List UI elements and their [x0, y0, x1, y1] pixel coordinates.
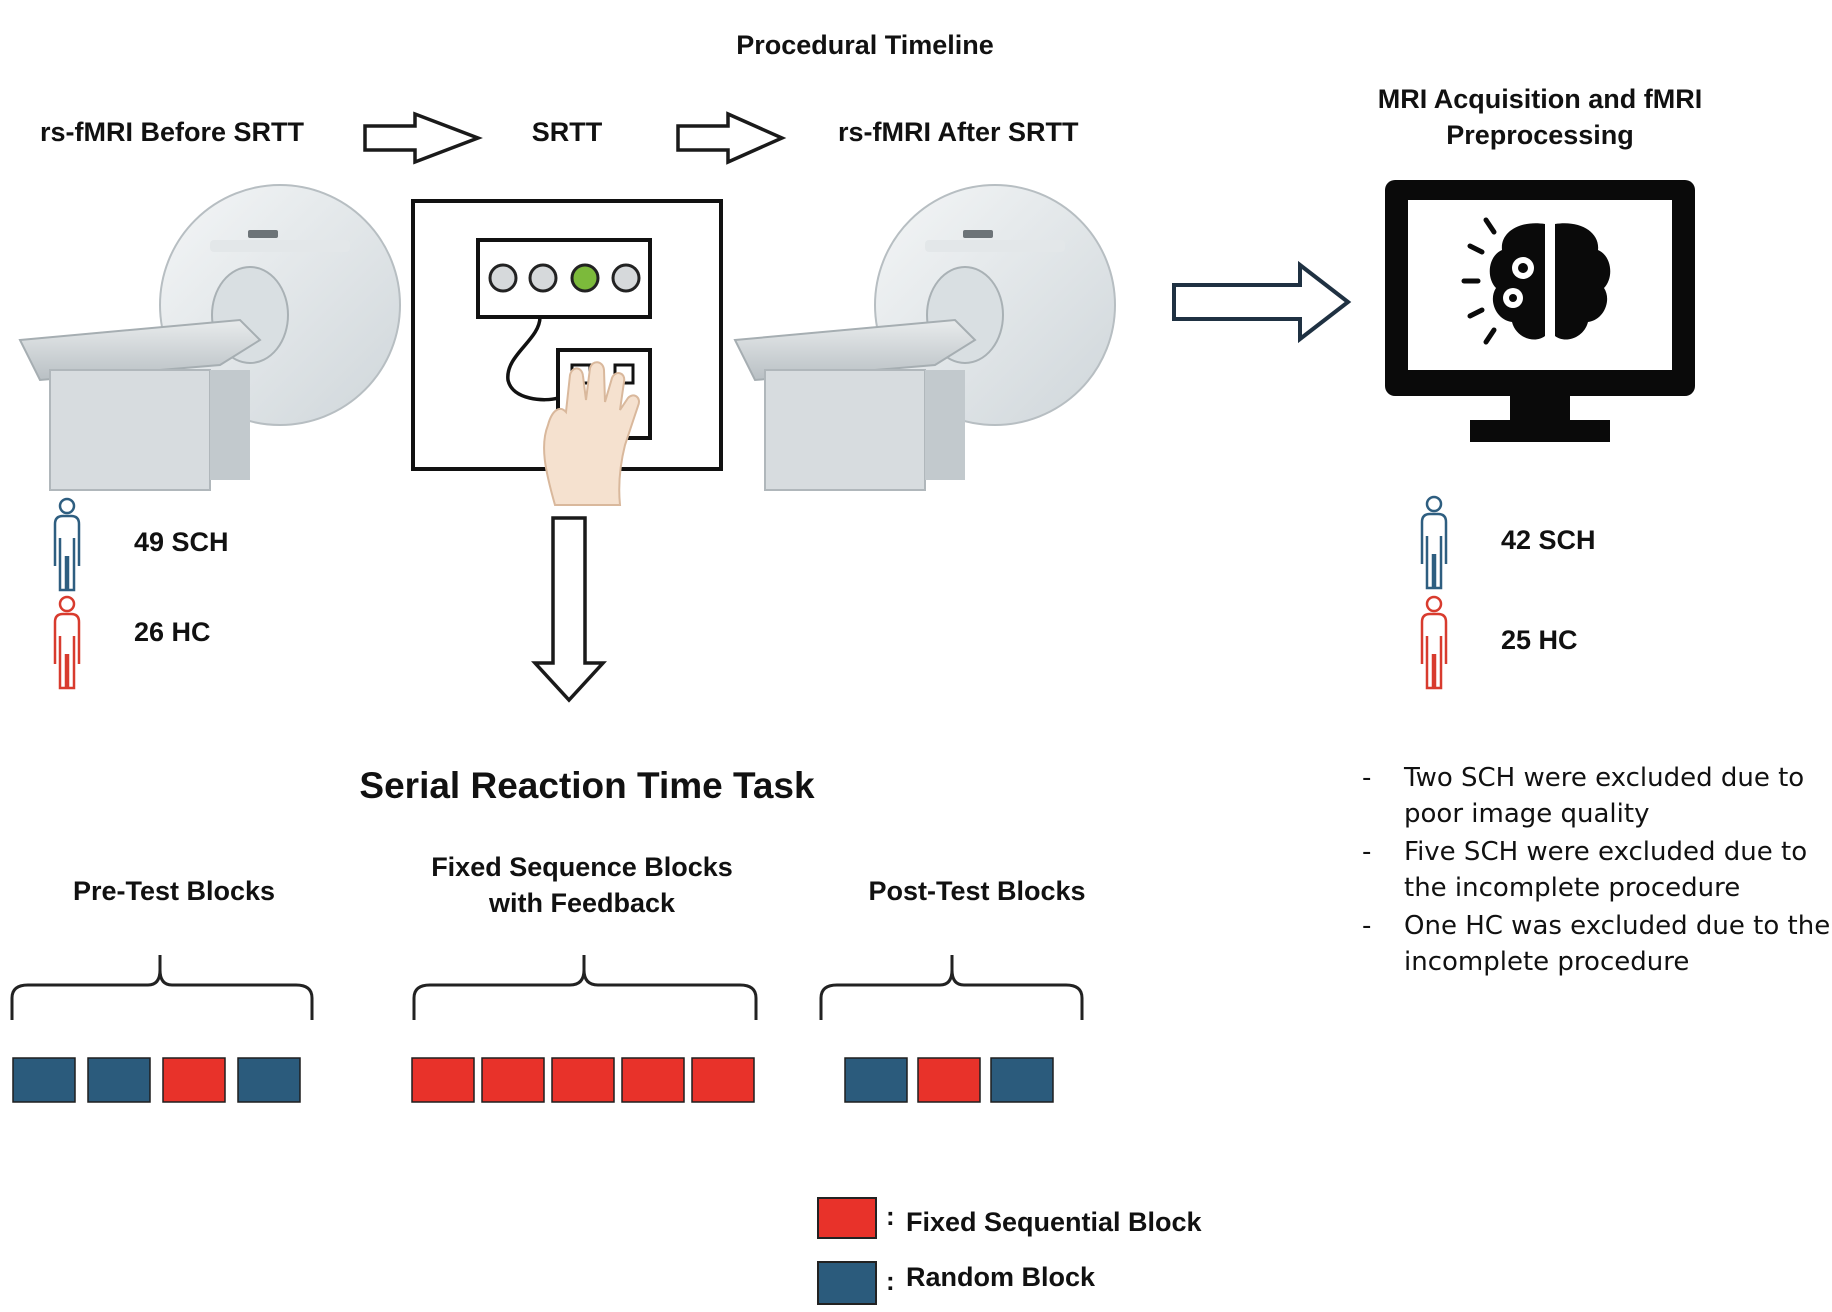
- random-block: [237, 1057, 301, 1103]
- legend-colon: :: [886, 1201, 895, 1231]
- task-title: Serial Reaction Time Task: [359, 765, 815, 806]
- fixed-sequential-block: [551, 1057, 615, 1103]
- legend-colon: :: [886, 1266, 895, 1296]
- fixed-sequence-label-line2: with Feedback: [488, 888, 676, 918]
- random-block: [990, 1057, 1054, 1103]
- legend-fixed-swatch: [817, 1197, 877, 1239]
- random-block: [87, 1057, 151, 1103]
- arrow-right-icon: [676, 111, 787, 165]
- brace-fixed: [412, 955, 758, 1020]
- sch-person-icon: [1420, 495, 1448, 590]
- exclusion-note: Five SCH were excluded due to the incomp…: [1362, 834, 1832, 906]
- fixed-sequential-block: [481, 1057, 545, 1103]
- count-hc-after: 25 HC: [1501, 625, 1578, 655]
- fixed-sequential-block: [917, 1057, 981, 1103]
- legend-random-label: Random Block: [906, 1262, 1096, 1292]
- fixed-sequence-label-line1: Fixed Sequence Blocks: [431, 852, 733, 882]
- step-srtt: SRTT: [531, 117, 603, 147]
- brace-pre: [10, 955, 314, 1020]
- sch-person-icon: [53, 497, 81, 592]
- timeline-title: Procedural Timeline: [736, 30, 994, 60]
- exclusion-note: Two SCH were excluded due to poor image …: [1362, 760, 1832, 832]
- pre-test-block-row: [12, 1057, 301, 1103]
- pre-test-label: Pre-Test Blocks: [72, 876, 276, 906]
- count-sch-before: 49 SCH: [134, 527, 229, 557]
- post-test-label: Post-Test Blocks: [868, 876, 1086, 906]
- fixed-sequential-block: [411, 1057, 475, 1103]
- brace-post: [819, 955, 1084, 1020]
- arrow-right-icon: [1172, 260, 1352, 344]
- exclusion-note: One HC was excluded due to the incomplet…: [1362, 908, 1832, 980]
- count-hc-before: 26 HC: [134, 617, 211, 647]
- random-block: [12, 1057, 76, 1103]
- step-rs-fmri-before: rs-fMRI Before SRTT: [40, 117, 305, 147]
- hc-person-icon: [53, 595, 81, 690]
- fixed-sequential-block: [162, 1057, 226, 1103]
- step-rs-fmri-after: rs-fMRI After SRTT: [838, 117, 1079, 147]
- hc-person-icon: [1420, 595, 1448, 690]
- mri-scanner-before: [18, 184, 401, 491]
- exclusion-notes: Two SCH were excluded due to poor image …: [1362, 760, 1832, 982]
- monitor-brain-icon: [1385, 180, 1695, 442]
- legend-fixed-label: Fixed Sequential Block: [906, 1207, 1202, 1237]
- arrow-right-icon: [363, 111, 483, 165]
- step-mri-acquisition-line1: MRI Acquisition and fMRI: [1377, 84, 1703, 114]
- mri-scanner-after: [733, 184, 1116, 491]
- fixed-sequential-block: [621, 1057, 685, 1103]
- fixed-sequential-block: [691, 1057, 755, 1103]
- srtt-apparatus-icon: [411, 199, 723, 506]
- arrow-down-icon: [531, 516, 607, 703]
- post-test-block-row: [844, 1057, 1054, 1103]
- count-sch-after: 42 SCH: [1501, 525, 1596, 555]
- step-mri-acquisition-line2: Preprocessing: [1446, 120, 1634, 150]
- fixed-sequence-block-row: [411, 1057, 755, 1103]
- random-block: [844, 1057, 908, 1103]
- legend-random-swatch: [817, 1261, 877, 1305]
